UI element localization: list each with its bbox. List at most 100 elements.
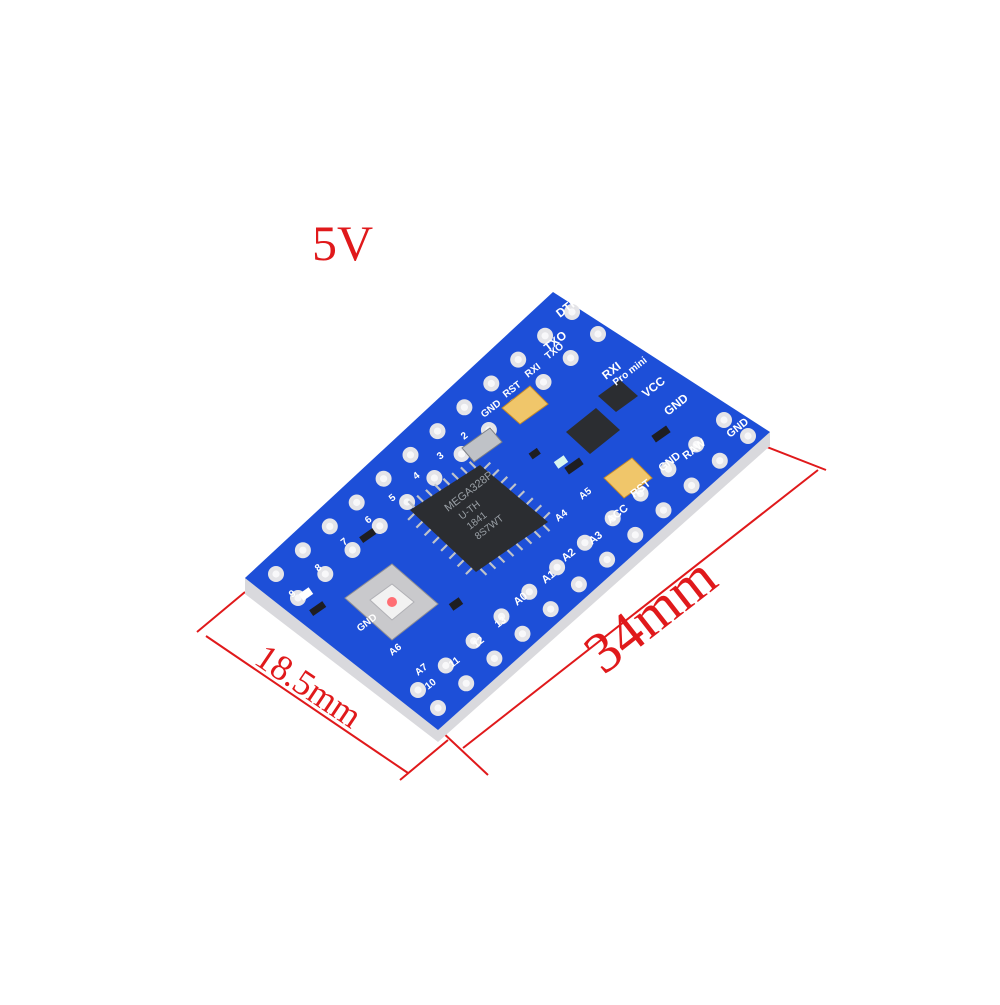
chip-leg-right-8 xyxy=(543,511,551,520)
chip-leg-bottom-7 xyxy=(488,561,497,570)
right-inner-pin-hole-5 xyxy=(525,588,533,596)
left-inner-pin-hole-5 xyxy=(403,498,411,506)
left-row-pin-hole-5 xyxy=(380,475,388,483)
right-row-pin-hole-8 xyxy=(631,531,639,539)
smd-resistor-3 xyxy=(359,528,377,544)
chip-leg-left-4 xyxy=(440,544,448,552)
silk-d7: 7 xyxy=(339,536,351,548)
silk-d3: 3 xyxy=(435,450,447,462)
chip-leg-top-6 xyxy=(451,472,459,480)
chip-leg-top-8 xyxy=(468,461,477,469)
left-inner-pin-hole-11 xyxy=(567,354,575,362)
chip-leg-right-2 xyxy=(492,468,500,477)
capacitor-1 xyxy=(501,385,549,425)
right-row-pin-hole-4 xyxy=(518,630,527,638)
smd-cap-2 xyxy=(528,447,541,460)
right-row-pin-hole-10 xyxy=(688,481,696,490)
right-inner-pin-hole-6 xyxy=(553,563,561,571)
microcontroller-chip xyxy=(410,465,548,572)
chip-leg-top-4 xyxy=(433,483,442,492)
silk-d6: 6 xyxy=(363,514,375,526)
chip-leg-left-2 xyxy=(456,559,465,568)
right-inner-pin-hole-9 xyxy=(636,490,645,498)
left-row-pin-hole-10 xyxy=(514,356,522,364)
left-row-pin-hole-4 xyxy=(353,498,361,507)
chip-leg-left-5 xyxy=(432,536,440,544)
silk-d4: 4 xyxy=(411,470,423,482)
right-row-pin-hole-5 xyxy=(547,605,555,613)
left-row-pin-hole-9 xyxy=(487,379,495,388)
chip-leg-right-4 xyxy=(509,483,517,491)
smd-resistor-4 xyxy=(309,601,327,617)
smd-cap-1 xyxy=(448,597,464,611)
left-row-pin-hole-2 xyxy=(299,546,307,554)
right-inner-pin-hole-3 xyxy=(470,637,478,645)
chip-leg-top-3 xyxy=(425,489,433,497)
left-row-pin-hole-7 xyxy=(433,427,442,435)
left-inner-pin-hole-7 xyxy=(458,450,466,458)
chip-leg-bottom-1 xyxy=(542,524,551,532)
right-inner-pin-hole-11 xyxy=(692,440,700,449)
chip-leg-bottom-2 xyxy=(533,530,542,539)
chip-leg-bottom-5 xyxy=(506,549,515,557)
chip-leg-right-1 xyxy=(483,461,492,470)
crystal xyxy=(461,427,503,463)
chip-leg-bottom-4 xyxy=(515,543,524,551)
voltage-label: 5V xyxy=(312,215,374,271)
left-row-pin-hole-8 xyxy=(460,403,468,411)
right-inner-pin-hole-1 xyxy=(414,686,422,694)
chip-leg-right-7 xyxy=(534,504,543,513)
left-row-pin-hole-3 xyxy=(326,522,334,531)
silk-d5: 5 xyxy=(387,492,399,504)
right-row-pin-hole-12 xyxy=(744,432,752,440)
chip-leg-left-6 xyxy=(423,528,432,537)
chip-leg-left-8 xyxy=(407,513,415,521)
right-inner-pin-hole-8 xyxy=(609,514,617,522)
led-2 xyxy=(298,587,314,601)
right-row-pin-hole-1 xyxy=(434,704,442,712)
right-row-pin-hole-3 xyxy=(490,654,498,663)
reset-button-center xyxy=(387,597,397,607)
components: MEGA328P U-TH 1841 8S7WT xyxy=(298,380,671,641)
right-row-pin-hole-2 xyxy=(462,679,470,687)
chip-leg-top-7 xyxy=(460,466,468,475)
right-row-pin-hole-9 xyxy=(659,506,668,514)
left-inner-pin-hole-10 xyxy=(539,378,548,386)
voltage-regulator xyxy=(566,408,620,454)
capacitor-2 xyxy=(603,457,653,499)
right-row-pin-hole-11 xyxy=(716,457,724,465)
chip-leg-left-3 xyxy=(448,551,457,560)
left-inner-pin-hole-2 xyxy=(321,570,329,578)
chip-leg-right-5 xyxy=(517,490,526,498)
left-inner-pin-hole-12 xyxy=(594,330,602,338)
chip-leg-top-5 xyxy=(442,477,451,486)
left-inner-pin-hole-1 xyxy=(294,594,302,602)
right-row-pin-hole-7 xyxy=(603,556,611,564)
silk-d9: 9 xyxy=(287,588,299,600)
chip-leg-top-2 xyxy=(416,494,424,503)
chip-leg-top-1 xyxy=(407,500,416,508)
chip-leg-right-3 xyxy=(500,476,509,484)
left-row-pin-hole-12 xyxy=(568,308,576,316)
right-inner-pin-hole-4 xyxy=(497,612,506,621)
right-row-pin-hole-6 xyxy=(575,580,583,589)
chip-leg-bottom-3 xyxy=(524,536,533,545)
left-row-pin-hole-1 xyxy=(272,570,280,578)
right-inner-pin-hole-10 xyxy=(664,465,673,473)
chip-leg-right-6 xyxy=(526,497,534,505)
right-inner-pin-hole-12 xyxy=(720,416,728,424)
chip-leg-left-1 xyxy=(465,567,473,575)
right-inner-pin-hole-2 xyxy=(442,661,450,670)
chip-leg-bottom-6 xyxy=(497,555,506,564)
chip-leg-bottom-8 xyxy=(479,568,488,576)
left-row-pin-hole-11 xyxy=(541,332,549,340)
led-1 xyxy=(553,455,569,469)
smd-resistor-1 xyxy=(564,457,584,475)
silk-d2: 2 xyxy=(459,430,471,442)
left-inner-pin-hole-6 xyxy=(430,474,438,482)
regulator-2 xyxy=(598,380,638,412)
silk-d8: 8 xyxy=(313,562,325,574)
right-inner-pin-hole-7 xyxy=(581,539,589,547)
